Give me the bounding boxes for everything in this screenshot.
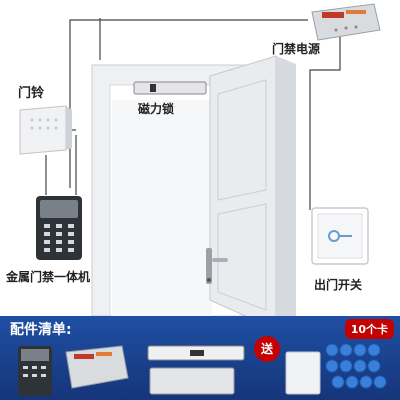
thumb-power-supply (65, 345, 129, 389)
exit-button-label: 出门开关 (314, 278, 363, 292)
accessory-thumbnails (18, 343, 387, 396)
power-supply-device (311, 3, 381, 41)
thumb-magnetic-lock (147, 345, 245, 395)
keypad-unit-label: 金属门禁一体机 (6, 270, 91, 284)
keypad-device (36, 196, 82, 260)
door-handle (206, 248, 228, 284)
thumb-doorbell (285, 351, 321, 395)
exit-button-device (311, 207, 369, 265)
magnetic-lock-label: 磁力锁 (138, 102, 175, 116)
card-count-badge: 10个卡 (344, 319, 394, 339)
thumb-cards (325, 343, 387, 389)
door-leaf (209, 55, 296, 332)
doorbell-device (19, 105, 72, 155)
power-supply-label: 门禁电源 (272, 42, 321, 56)
accessory-list-title: 配件清单: (10, 322, 72, 338)
gift-badge-overlay: 送 (254, 336, 280, 362)
thumb-keypad (18, 346, 52, 396)
doorbell-label: 门铃 (18, 86, 45, 101)
magnetic-lock (133, 81, 207, 95)
